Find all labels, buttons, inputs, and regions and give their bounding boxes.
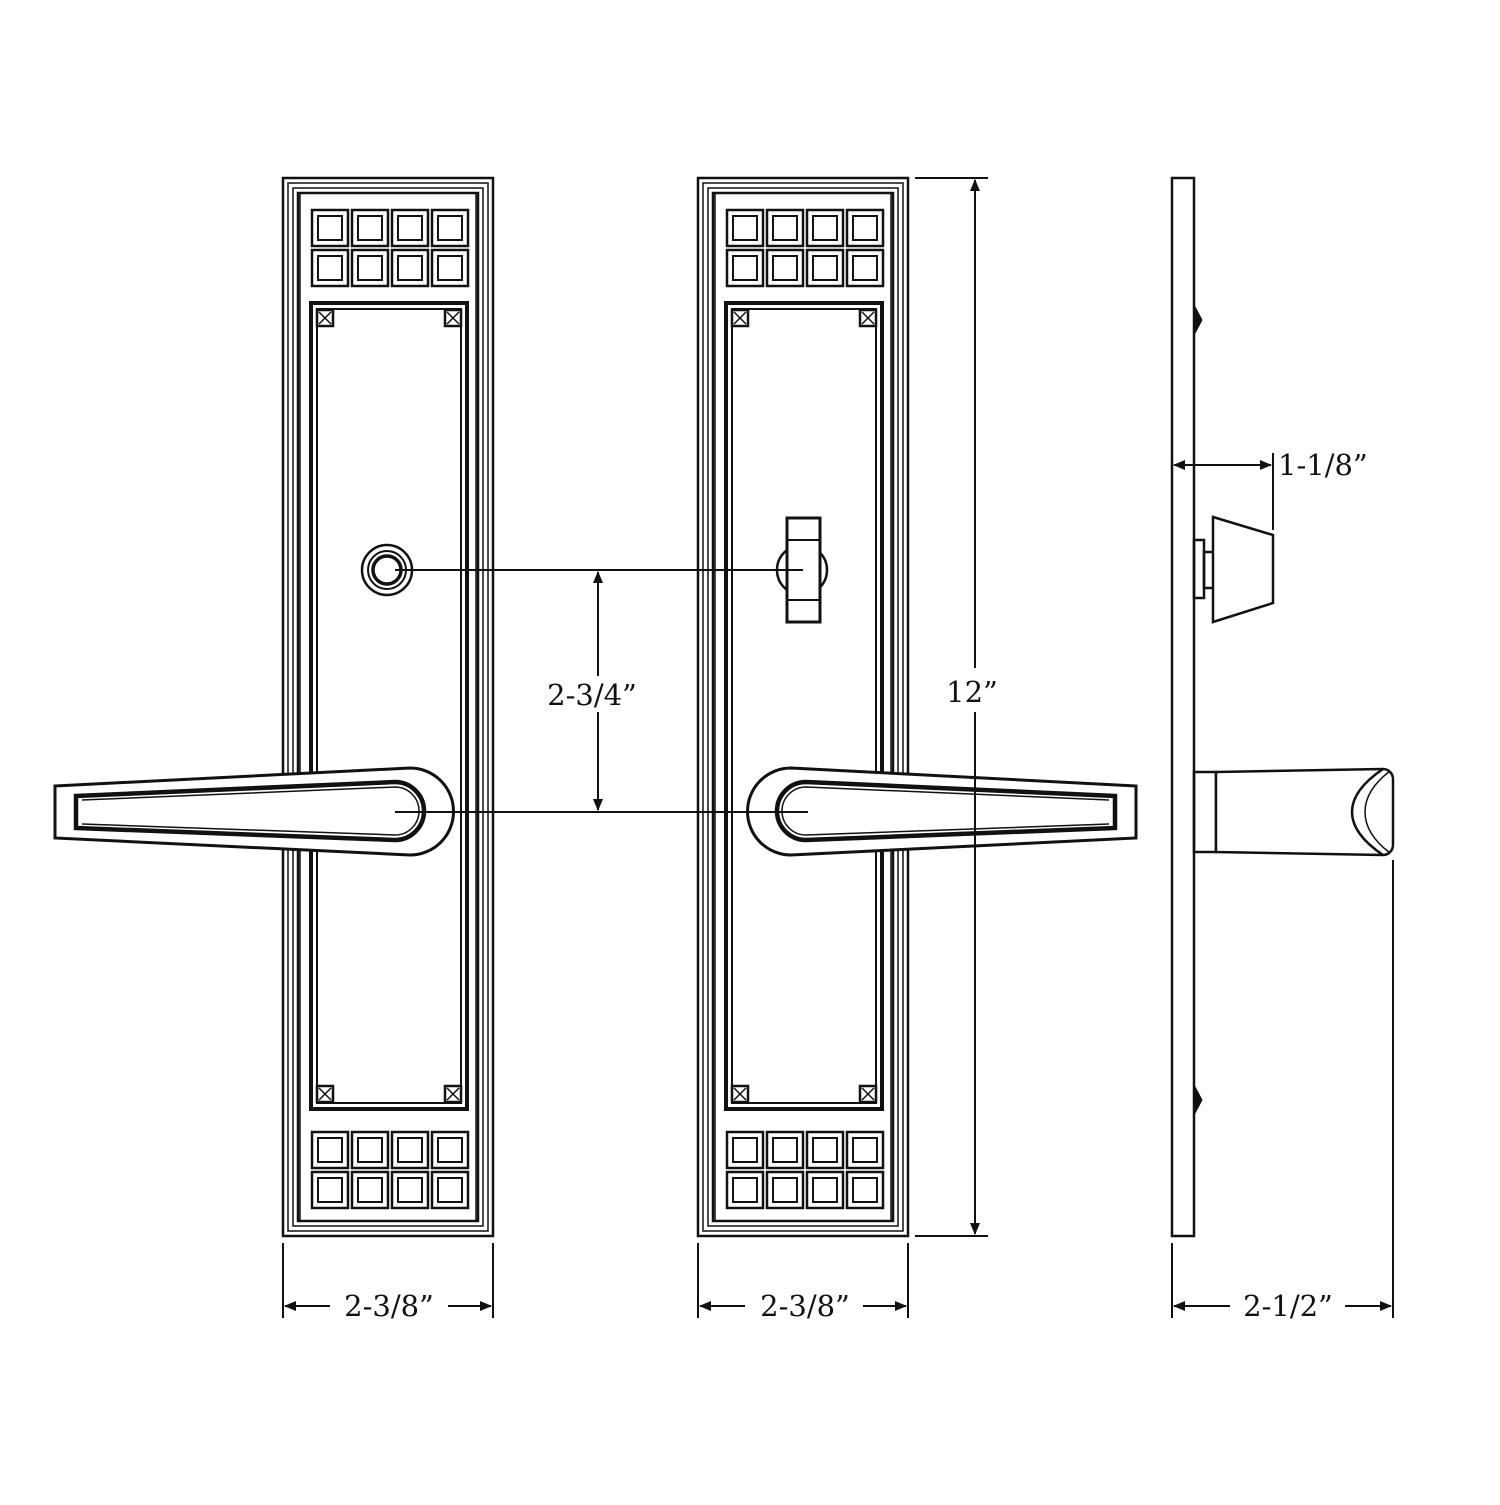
left-bottom-square-grid	[310, 1130, 470, 1210]
turn-projection-dimension-line	[1173, 453, 1274, 530]
side-profile-plate	[1170, 176, 1203, 1238]
right-panel-corner-screws	[730, 308, 878, 1104]
right-escutcheon-plate	[696, 176, 910, 1238]
side-lever	[1192, 767, 1395, 857]
left-top-square-grid	[310, 208, 470, 288]
left-width-dimension-line	[282, 1243, 494, 1318]
right-lever-handle	[746, 766, 1138, 857]
left-lever-handle	[53, 766, 455, 857]
lever-projection-dimension-line	[1171, 860, 1394, 1318]
left-panel-corner-screws	[315, 308, 463, 1104]
right-width-dimension-line	[697, 1243, 909, 1318]
plate-height-dimension-line	[915, 177, 988, 1237]
left-width-label: 2-3/8”	[344, 1289, 434, 1323]
center-to-center-label: 2-3/4”	[547, 678, 637, 712]
right-width-label: 2-3/8”	[760, 1289, 850, 1323]
plate-height-label: 12”	[946, 675, 998, 709]
turn-projection-label: 1-1/8”	[1278, 448, 1368, 482]
side-thumbturn	[1192, 515, 1275, 624]
right-bottom-square-grid	[725, 1130, 885, 1210]
right-top-square-grid	[725, 208, 885, 288]
lever-projection-label: 2-1/2”	[1243, 1289, 1333, 1323]
left-escutcheon-plate	[281, 176, 495, 1238]
